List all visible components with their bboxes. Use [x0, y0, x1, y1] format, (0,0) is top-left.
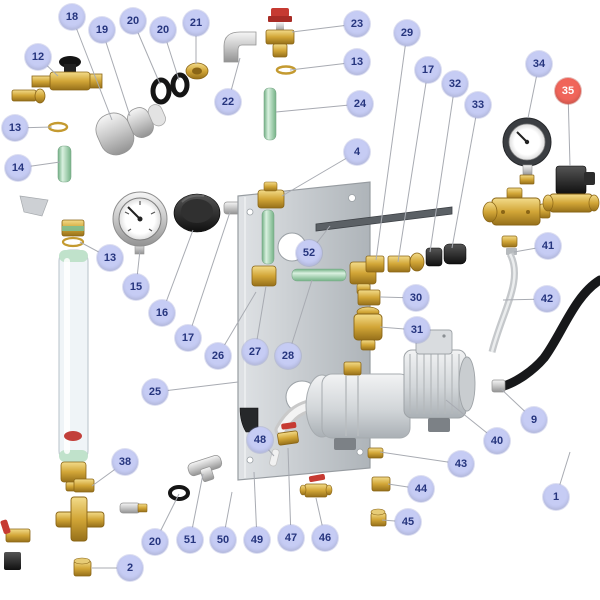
callout-9-32[interactable]: 9: [521, 407, 547, 433]
leader-line-17-22: [187, 211, 231, 339]
callout-13-7[interactable]: 13: [344, 49, 370, 75]
callout-41-24[interactable]: 41: [535, 233, 561, 259]
leader-line-18-0: [71, 16, 113, 121]
callout-21-4[interactable]: 21: [183, 10, 209, 36]
o-rings-illustration: [150, 72, 190, 105]
callout-15-20[interactable]: 15: [123, 274, 149, 300]
black-cap-illustration: [173, 193, 221, 233]
bottom-fittings-illustration: [0, 422, 391, 577]
callout-14-18[interactable]: 14: [5, 155, 31, 181]
callout-17-9[interactable]: 17: [415, 57, 441, 83]
leader-line-4-17: [281, 151, 358, 197]
filter-tube-illustration: [19, 195, 89, 492]
callout-20-45[interactable]: 20: [142, 529, 168, 555]
leader-line-24-15: [275, 103, 361, 113]
callout-33-13[interactable]: 33: [465, 92, 491, 118]
callout-4-17[interactable]: 4: [344, 139, 370, 165]
bracket-bar-illustration: [315, 206, 453, 232]
leader-line-33-13: [451, 104, 479, 249]
callout-51-44[interactable]: 51: [177, 527, 203, 553]
callout-40-34[interactable]: 40: [484, 428, 510, 454]
callout-38-35[interactable]: 38: [112, 449, 138, 475]
leader-line-47-41: [287, 447, 292, 539]
callout-42-30[interactable]: 42: [534, 286, 560, 312]
callout-13-16[interactable]: 13: [2, 115, 28, 141]
callout-52-23[interactable]: 52: [296, 240, 322, 266]
callout-45-38[interactable]: 45: [395, 509, 421, 535]
callout-12-6[interactable]: 12: [25, 44, 51, 70]
callout-25-31[interactable]: 25: [142, 379, 168, 405]
brass-valve-illustration: [31, 56, 103, 91]
callout-30-28[interactable]: 30: [403, 285, 429, 311]
chrome-couplings-illustration: [95, 104, 166, 156]
check-valve-illustration: [353, 289, 383, 351]
union-fittings-illustration: [365, 243, 467, 273]
callout-23-5[interactable]: 23: [344, 11, 370, 37]
relief-valve-illustration: [265, 8, 297, 75]
solenoid-valve-illustration: [542, 165, 600, 213]
callout-2-46[interactable]: 2: [117, 555, 143, 581]
callout-22-14[interactable]: 22: [215, 89, 241, 115]
callout-49-42[interactable]: 49: [244, 527, 270, 553]
callout-27-26[interactable]: 27: [242, 339, 268, 365]
callout-24-15[interactable]: 24: [347, 91, 373, 117]
pump-assembly-illustration: [239, 329, 476, 459]
callout-28-27[interactable]: 28: [275, 343, 301, 369]
callout-17-22[interactable]: 17: [175, 325, 201, 351]
leader-line-43-36: [379, 451, 462, 465]
pressure-gauge-left-illustration: [112, 191, 168, 255]
callout-34-10[interactable]: 34: [526, 51, 552, 77]
leader-line-17-9: [397, 69, 429, 263]
callout-18-0[interactable]: 18: [59, 4, 85, 30]
callout-44-37[interactable]: 44: [408, 476, 434, 502]
callout-26-25[interactable]: 26: [205, 343, 231, 369]
callout-31-29[interactable]: 31: [404, 317, 430, 343]
leader-line-19-1: [101, 29, 131, 117]
callout-29-8[interactable]: 29: [394, 20, 420, 46]
flex-hose-illustration: [488, 235, 518, 353]
callout-20-2[interactable]: 20: [120, 8, 146, 34]
callout-47-41[interactable]: 47: [278, 525, 304, 551]
callout-35-12[interactable]: 35: [555, 78, 581, 104]
callout-32-11[interactable]: 32: [442, 71, 468, 97]
callout-50-43[interactable]: 50: [210, 527, 236, 553]
callout-19-1[interactable]: 19: [89, 17, 115, 43]
callout-43-36[interactable]: 43: [448, 451, 474, 477]
leader-line-25-31: [154, 381, 239, 393]
hex-nut-illustration: [185, 62, 209, 80]
leader-line-32-11: [429, 83, 456, 253]
callout-16-21[interactable]: 16: [149, 300, 175, 326]
chrome-elbow-illustration: [223, 31, 257, 63]
callout-48-33[interactable]: 48: [247, 427, 273, 453]
callout-1-39[interactable]: 1: [543, 484, 569, 510]
leader-line-16-21: [161, 229, 194, 314]
pressure-gauge-right-illustration: [502, 117, 552, 185]
callout-46-40[interactable]: 46: [312, 525, 338, 551]
callout-13-19[interactable]: 13: [97, 245, 123, 271]
leader-line-29-8: [375, 32, 408, 261]
pressure-switch-illustration: [482, 187, 551, 226]
callout-20-3[interactable]: 20: [150, 17, 176, 43]
green-tube-illustration: [263, 87, 277, 141]
